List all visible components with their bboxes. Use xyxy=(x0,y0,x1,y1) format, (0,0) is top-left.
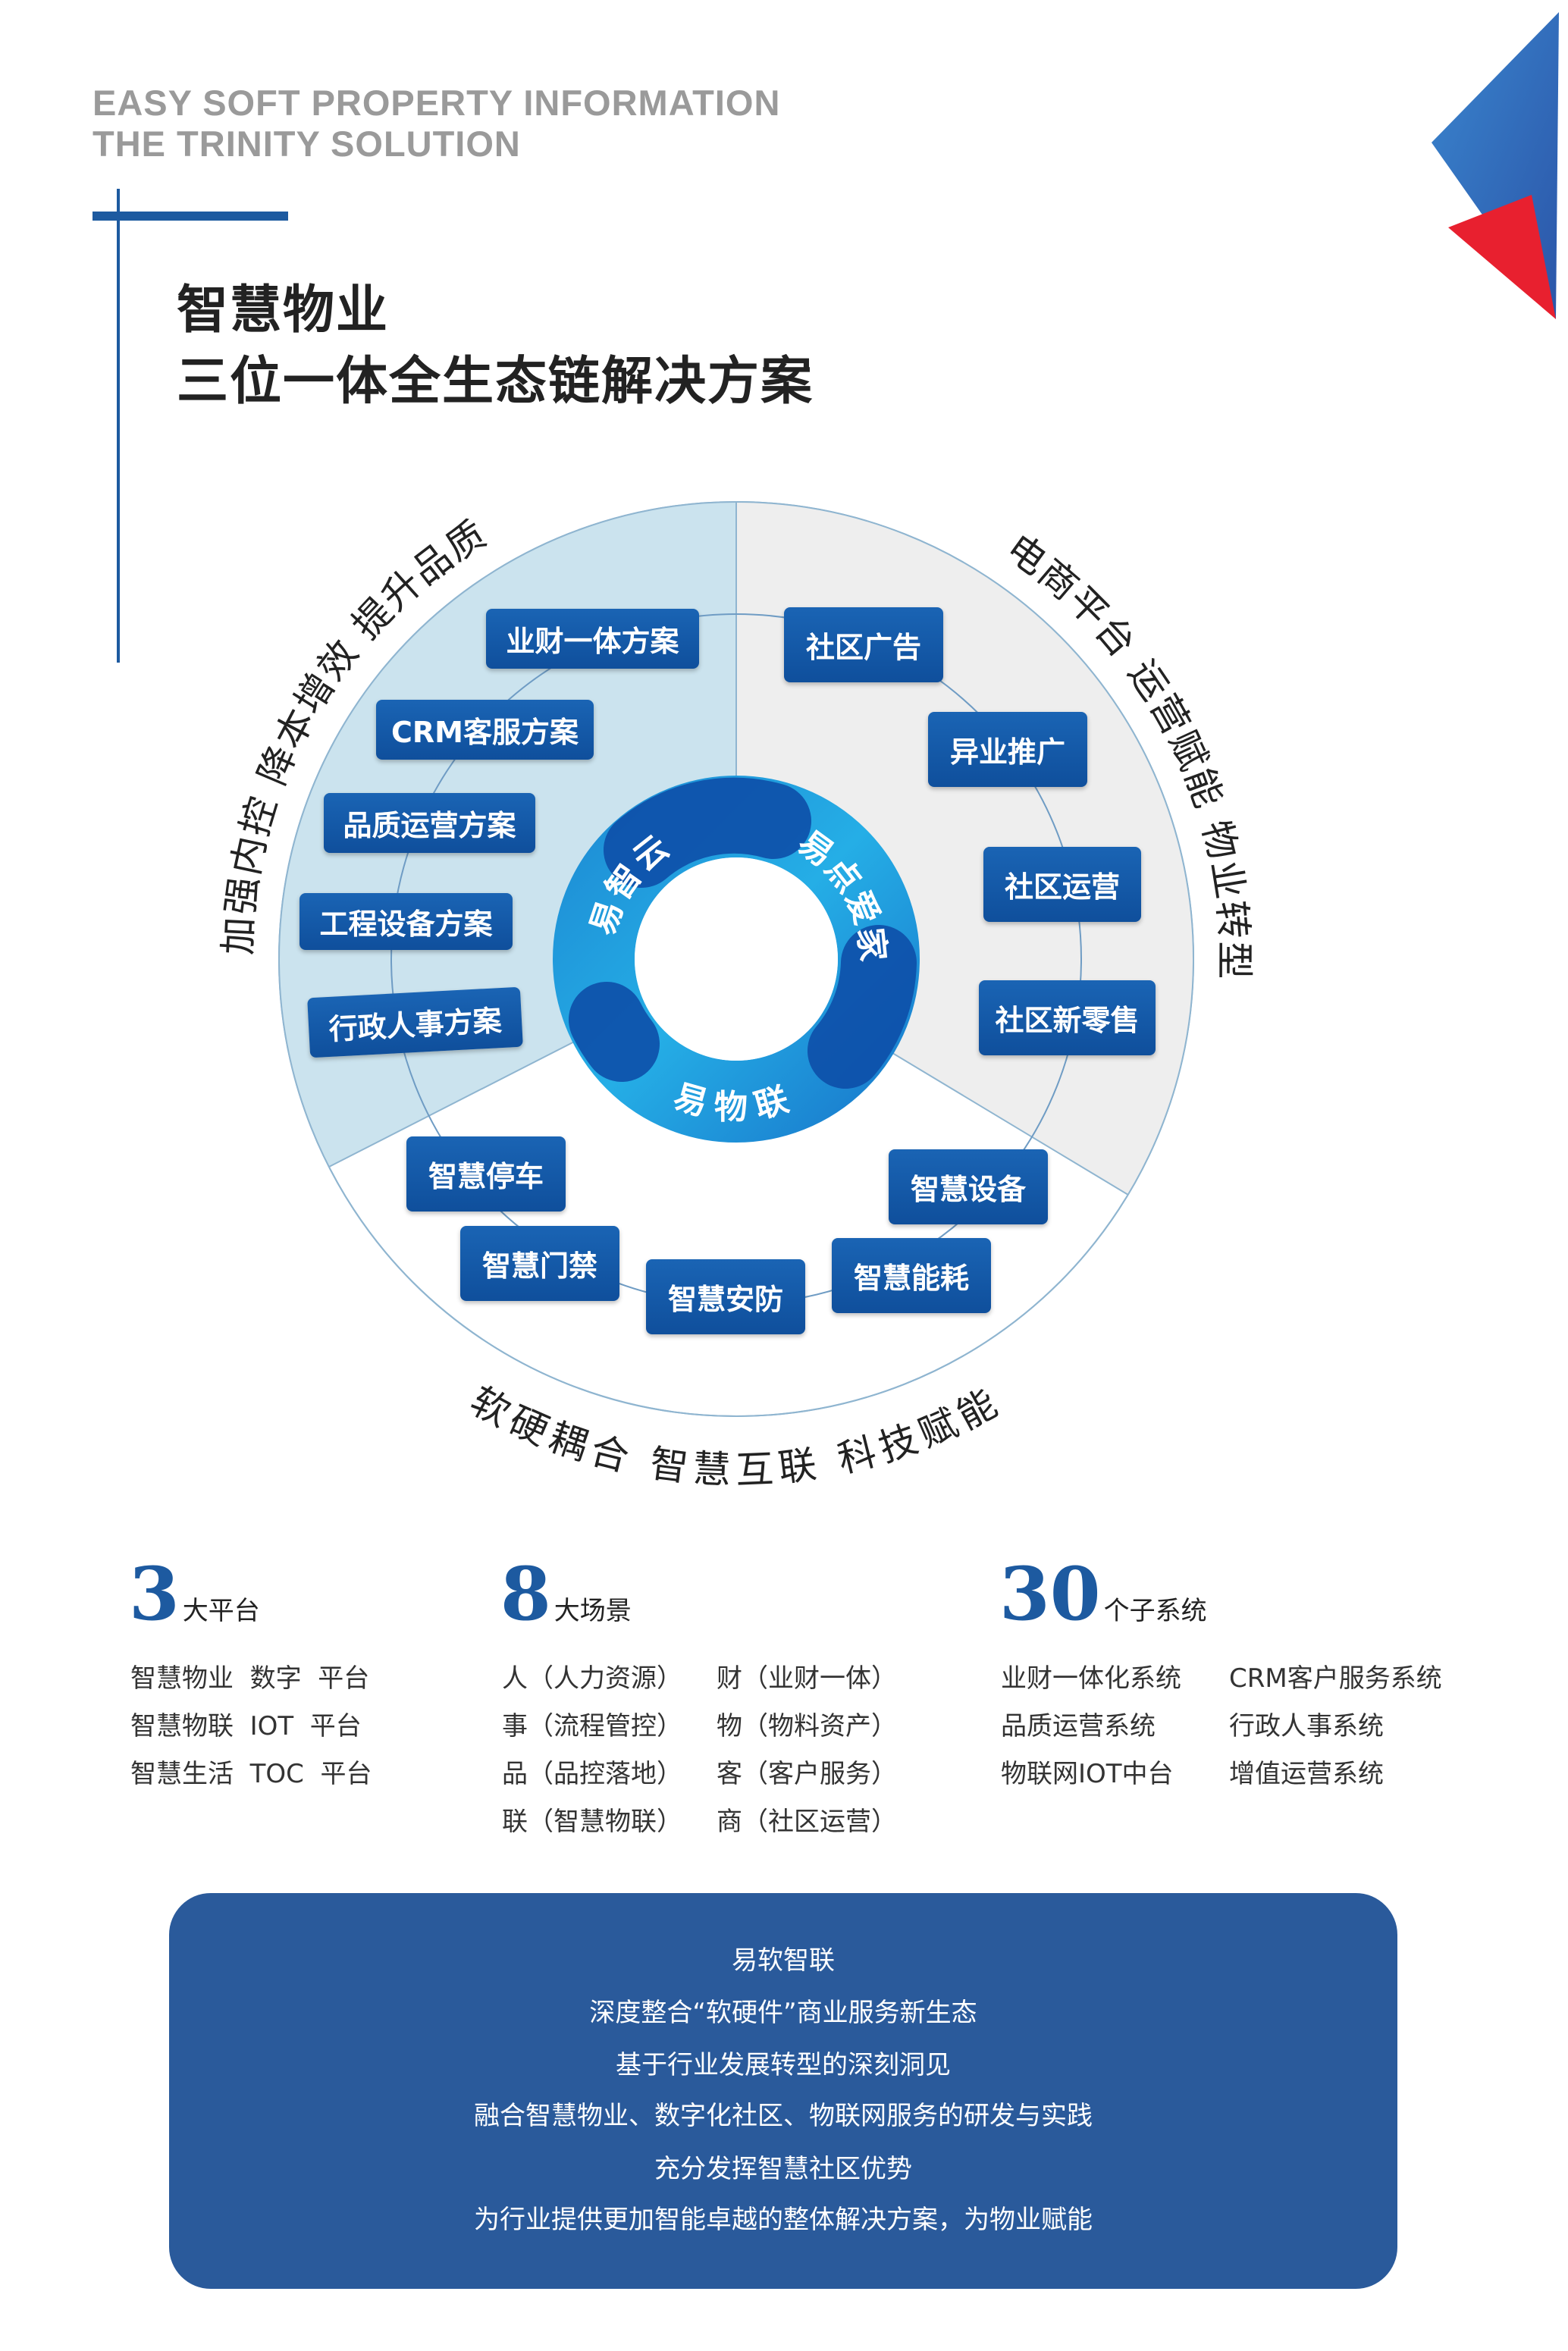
stat-label: 大平台 xyxy=(182,1596,260,1626)
solution-box[interactable]: 行政人事方案 xyxy=(307,986,523,1058)
solution-box[interactable]: 智慧设备 xyxy=(889,1149,1048,1224)
list-item: 物联网IOT中台 xyxy=(1001,1759,1174,1789)
solution-box[interactable]: CRM客服方案 xyxy=(376,700,594,760)
stat-scenes: 8 大场景 xyxy=(500,1558,632,1631)
panel-line: 深度整合“软硬件”商业服务新生态 xyxy=(589,1998,977,2028)
list-item: 联（智慧物联） xyxy=(502,1807,682,1837)
list-item: 行政人事系统 xyxy=(1229,1711,1384,1741)
stat-label: 大场景 xyxy=(554,1596,632,1626)
solution-box[interactable]: 品质运营方案 xyxy=(324,793,535,853)
list-item: 业财一体化系统 xyxy=(1001,1663,1181,1694)
list-item: 商（社区运营） xyxy=(717,1807,897,1837)
panel-line: 易软智联 xyxy=(732,1945,835,1976)
solution-box[interactable]: 智慧停车 xyxy=(406,1136,566,1212)
solution-box[interactable]: 异业推广 xyxy=(928,712,1087,787)
list-item: 增值运营系统 xyxy=(1229,1759,1384,1789)
list-item: 事（流程管控） xyxy=(502,1711,682,1741)
list-item: 品（品控落地） xyxy=(502,1759,682,1789)
stat-number: 30 xyxy=(999,1551,1101,1637)
solution-box[interactable]: 智慧安防 xyxy=(646,1259,805,1334)
list-item: 品质运营系统 xyxy=(1001,1711,1156,1741)
solution-box[interactable]: 智慧门禁 xyxy=(460,1226,619,1301)
stat-number: 8 xyxy=(500,1551,551,1637)
corner-red-triangle xyxy=(1448,195,1556,319)
solution-box[interactable]: 工程设备方案 xyxy=(299,893,513,950)
solution-box[interactable]: 智慧能耗 xyxy=(832,1238,991,1313)
list-item: 物（物料资产） xyxy=(717,1711,897,1741)
panel-line: 融合智慧物业、数字化社区、物联网服务的研发与实践 xyxy=(474,2101,1093,2131)
solution-box[interactable]: 社区新零售 xyxy=(979,980,1156,1055)
stat-label: 个子系统 xyxy=(1103,1596,1207,1626)
solution-box[interactable]: 社区广告 xyxy=(784,607,943,682)
header-en-line2: THE TRINITY SOLUTION xyxy=(93,124,521,164)
list-item: 客（客户服务） xyxy=(717,1759,897,1789)
list-item: 智慧物业 数字 平台 xyxy=(130,1663,370,1694)
stat-number: 3 xyxy=(129,1551,180,1637)
summary-panel: 易软智联 深度整合“软硬件”商业服务新生态 基于行业发展转型的深刻洞见 融合智慧… xyxy=(169,1893,1397,2289)
list-item: 人（人力资源） xyxy=(502,1663,682,1694)
list-item: 智慧生活 TOC 平台 xyxy=(130,1759,372,1789)
panel-line: 充分发挥智慧社区优势 xyxy=(654,2154,912,2184)
stat-subsystems: 30 个子系统 xyxy=(999,1558,1207,1631)
page-title: 智慧物业 xyxy=(177,281,390,340)
list-item: CRM客户服务系统 xyxy=(1229,1663,1442,1694)
list-item: 财（业财一体） xyxy=(717,1663,897,1694)
solution-box[interactable]: 业财一体方案 xyxy=(486,609,699,669)
panel-line: 为行业提供更加智能卓越的整体解决方案，为物业赋能 xyxy=(474,2205,1093,2235)
solution-box[interactable]: 社区运营 xyxy=(983,847,1141,922)
list-item: 智慧物联 IOT 平台 xyxy=(130,1711,362,1741)
header-en-line1: EASY SOFT PROPERTY INFORMATION xyxy=(93,83,781,123)
panel-line: 基于行业发展转型的深刻洞见 xyxy=(616,2050,951,2080)
stat-platforms: 3 大平台 xyxy=(129,1558,260,1631)
header-accent-bar xyxy=(93,212,288,221)
page-subtitle: 三位一体全生态链解决方案 xyxy=(177,352,814,412)
